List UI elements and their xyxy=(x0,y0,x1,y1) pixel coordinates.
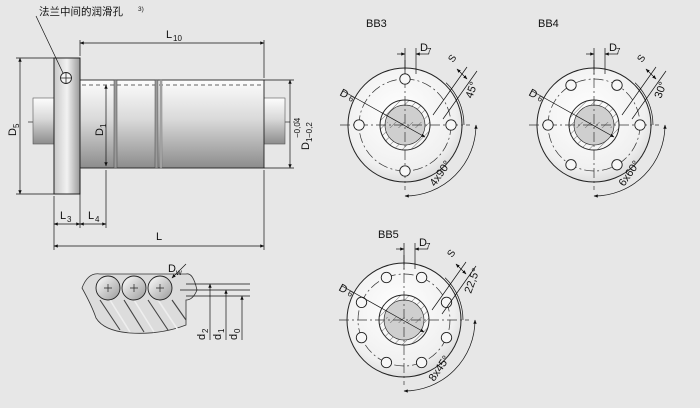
note-text: 法兰中间的润滑孔 xyxy=(39,5,123,18)
label-angle: 22,5° xyxy=(463,267,483,295)
label-L3: L xyxy=(60,210,66,222)
label-d2: d xyxy=(196,334,208,340)
bolt-hole xyxy=(565,79,577,91)
label-D6-sub: 6 xyxy=(536,94,545,104)
label-D1-tol: D xyxy=(300,142,312,150)
label-D1: D xyxy=(94,128,106,136)
ball-detail: D w d 2 d 1 d 0 xyxy=(81,263,250,340)
label-L4: L xyxy=(88,210,94,222)
label-D1-sub: 1 xyxy=(99,123,108,128)
bolt-hole xyxy=(399,165,411,177)
bolt-hole xyxy=(353,119,365,131)
bolt-hole xyxy=(634,119,646,131)
label-d0-sub: 0 xyxy=(233,328,242,333)
label-D6-sub: 6 xyxy=(346,289,355,299)
bolt-hole xyxy=(611,159,623,171)
label-L10-sub: 10 xyxy=(173,34,182,43)
label-S: S xyxy=(446,53,459,65)
label-D6-sub: 6 xyxy=(347,94,356,104)
bolt-hole xyxy=(415,271,428,284)
label-S: S xyxy=(445,248,458,260)
label-Dw: D xyxy=(168,263,176,275)
label-D1-tol-sub: 1 xyxy=(305,137,314,142)
bolt-hole xyxy=(355,331,368,344)
label-D5: D xyxy=(7,128,19,136)
groove-1 xyxy=(113,79,118,169)
label-D7-sub: 7 xyxy=(616,47,621,56)
shaft-left xyxy=(32,97,56,145)
label-d2-sub: 2 xyxy=(201,328,210,333)
label-D5-sub: 5 xyxy=(12,123,21,128)
label-L3-sub: 3 xyxy=(67,215,72,224)
bolt-hole xyxy=(380,271,393,284)
label-L4-sub: 4 xyxy=(95,215,100,224)
label-tol-lower: −0,2 xyxy=(305,122,314,138)
bolt-hole xyxy=(542,119,554,131)
bolt-hole xyxy=(611,79,623,91)
label-tol-upper: −0,04 xyxy=(293,117,302,138)
bolt-hole xyxy=(440,331,453,344)
label-d1: d xyxy=(212,334,224,340)
bolt-hole xyxy=(415,356,428,369)
side-view: 法兰中间的润滑孔 3) L 10 D 5 D 1 D 1 −0,04 −0,2 … xyxy=(7,5,314,250)
label-Dw-sub: w xyxy=(175,268,182,277)
shaft-right xyxy=(262,97,286,145)
label-angle: 45° xyxy=(464,80,481,100)
label-L10: L xyxy=(166,29,172,41)
view-title: BB3 xyxy=(366,18,387,30)
label-L: L xyxy=(156,231,162,243)
note-superscript: 3) xyxy=(138,6,144,13)
label-D7: D xyxy=(419,237,427,249)
label-d1-sub: 1 xyxy=(217,328,226,333)
view-title: BB4 xyxy=(538,18,559,30)
nut-body xyxy=(79,79,265,169)
label-D7: D xyxy=(420,42,428,54)
label-S: S xyxy=(635,53,648,65)
label-D7-sub: 7 xyxy=(427,47,432,56)
bolt-hole xyxy=(399,73,411,85)
label-D7-sub: 7 xyxy=(426,242,431,251)
label-angle: 30° xyxy=(653,80,670,100)
label-D7: D xyxy=(609,42,617,54)
note-leader xyxy=(35,15,64,74)
bolt-hole xyxy=(380,356,393,369)
groove-2 xyxy=(154,79,159,169)
view-title: BB5 xyxy=(378,229,399,241)
bolt-hole xyxy=(565,159,577,171)
groove-3 xyxy=(159,79,163,169)
label-d0: d xyxy=(228,334,240,340)
bolt-hole xyxy=(445,119,457,131)
